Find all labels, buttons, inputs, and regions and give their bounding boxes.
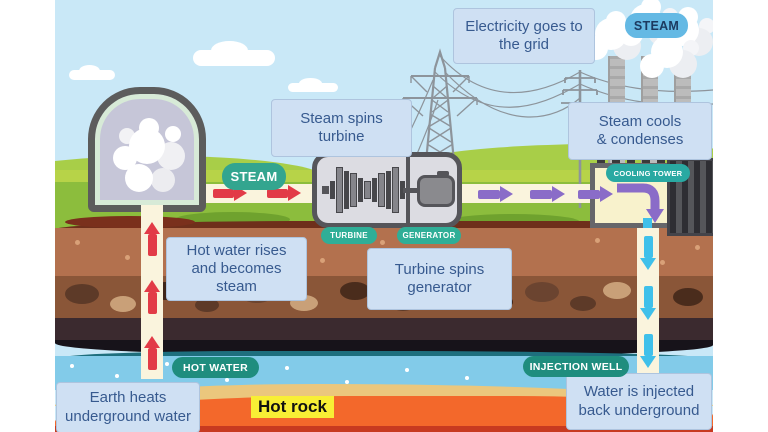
cloud-icon	[288, 78, 338, 92]
water-down-arrow	[640, 334, 656, 368]
steam-spins-turbine-box: Steam spins turbine	[271, 99, 412, 157]
hot-water-up-arrow	[144, 280, 160, 314]
steam-cloud-icon	[129, 128, 165, 164]
water-sparkles	[70, 364, 74, 368]
pebble	[110, 296, 136, 312]
pebble	[340, 282, 370, 300]
steam-to-cooling-arrow	[478, 186, 513, 202]
earth-heats-box: Earth heats underground water	[56, 382, 200, 432]
pebble	[673, 288, 703, 306]
cooling-tower-roof	[597, 156, 605, 165]
turbine-badge: TURBINE	[321, 227, 377, 244]
water-edge	[55, 351, 713, 359]
steam-plume-icon	[651, 36, 683, 68]
generator-badge: GENERATOR	[397, 227, 461, 244]
turbine-spins-generator-box: Turbine spins generator	[367, 248, 512, 310]
soil-mound	[65, 216, 195, 228]
pebble	[195, 298, 219, 312]
water-down-arrow	[640, 286, 656, 320]
turbine-icon	[320, 157, 406, 223]
soil-speckles	[75, 240, 80, 245]
steam-pipe-badge: STEAM	[222, 163, 286, 190]
hot-rock-deep	[55, 426, 713, 432]
generator-cap	[437, 171, 449, 176]
dark-soil-layer	[55, 318, 713, 342]
water-down-arrow	[640, 236, 656, 270]
steam-cools-box: Steam cools & condenses	[568, 102, 712, 160]
pebble	[570, 296, 596, 311]
electricity-grid-box: Electricity goes to the grid	[453, 8, 595, 64]
steam-to-cooling-arrow	[578, 186, 613, 202]
drive-shaft	[403, 188, 419, 193]
water-injected-box: Water is injected back underground	[566, 373, 712, 430]
generator-icon	[417, 175, 455, 207]
hot-water-badge: HOT WATER	[172, 357, 259, 378]
steam-chimney-badge: STEAM	[625, 13, 688, 38]
cooling-tower-badge: COOLING TOWER	[606, 164, 690, 182]
steam-chamber	[88, 87, 206, 212]
injection-well-badge: INJECTION WELL	[523, 356, 629, 377]
turbine-generator-unit	[312, 152, 462, 228]
condense-down-arrow	[617, 183, 664, 223]
cloud-icon	[193, 41, 275, 66]
steam-flow-arrow	[267, 185, 301, 201]
pebble	[525, 282, 559, 302]
pebble	[603, 282, 631, 299]
diagram-canvas: STEAM STEAM TURBINE GENERATOR COOLING TO…	[55, 0, 713, 432]
steam-plume-icon	[595, 18, 627, 50]
pebble	[65, 284, 99, 304]
hot-water-up-arrow	[144, 336, 160, 370]
hot-water-up-arrow	[144, 222, 160, 256]
cloud-icon	[69, 64, 115, 80]
hot-water-rises-box: Hot water rises and becomes steam	[166, 237, 307, 301]
hot-rock-label: Hot rock	[251, 396, 334, 418]
steam-to-cooling-arrow	[530, 186, 565, 202]
